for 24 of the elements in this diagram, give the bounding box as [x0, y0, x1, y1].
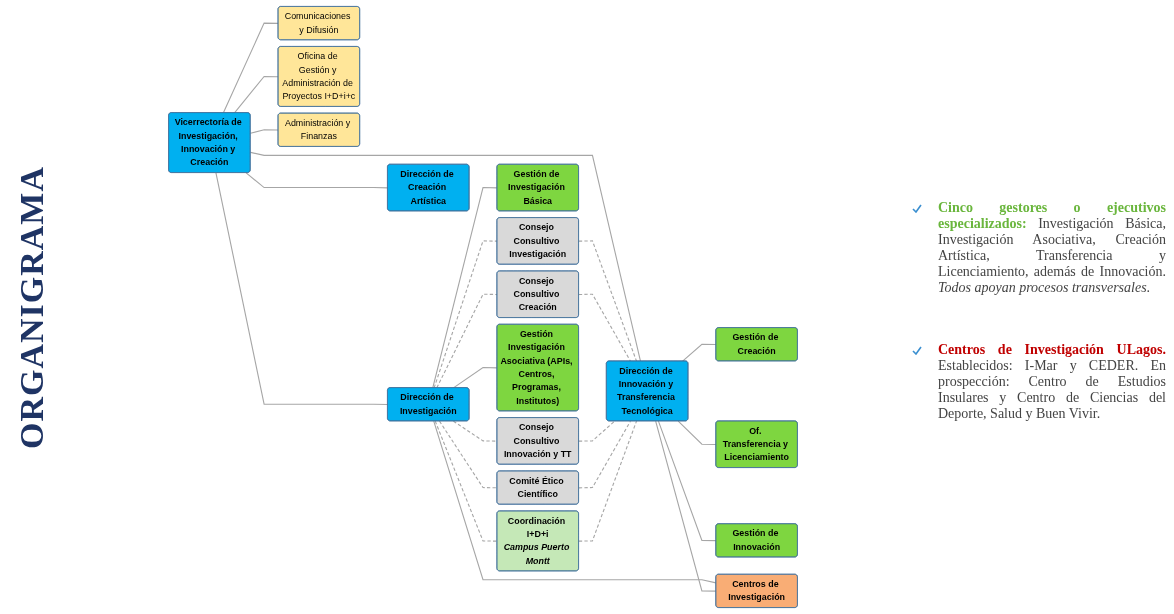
connector [436, 293, 498, 389]
connector [434, 420, 498, 542]
note-text: Cinco gestores o ejecutivos especializados: Investigación Básica, Investigación Asociativa, Creación Artística, Transferencia y Licenciamiento, además de Innovación. Todos apoyan procesos transversales. [938, 200, 1166, 296]
connector [682, 343, 717, 362]
connector [578, 420, 638, 542]
connector [249, 151, 642, 362]
connector [578, 420, 616, 442]
connector [233, 75, 279, 114]
connector [655, 420, 717, 592]
connector [578, 420, 631, 489]
connector [578, 240, 638, 362]
connector [433, 420, 717, 584]
connector [677, 420, 717, 446]
connector [222, 22, 279, 114]
connector [438, 420, 498, 489]
connector [215, 172, 389, 406]
connector [452, 367, 498, 389]
connector [432, 187, 498, 389]
page-title: ORGANIGRAMA [13, 165, 51, 449]
note-text: Centros de Investigación ULagos. Establecidos: I-Mar y CEDER. En prospección: Centro de Estudios Insulares y Centro de Ciencias del Deporte, Salud y Buen Vivir. [938, 342, 1166, 422]
connector [245, 172, 389, 189]
connector [249, 129, 279, 134]
connector [433, 240, 498, 389]
connector [657, 420, 717, 542]
